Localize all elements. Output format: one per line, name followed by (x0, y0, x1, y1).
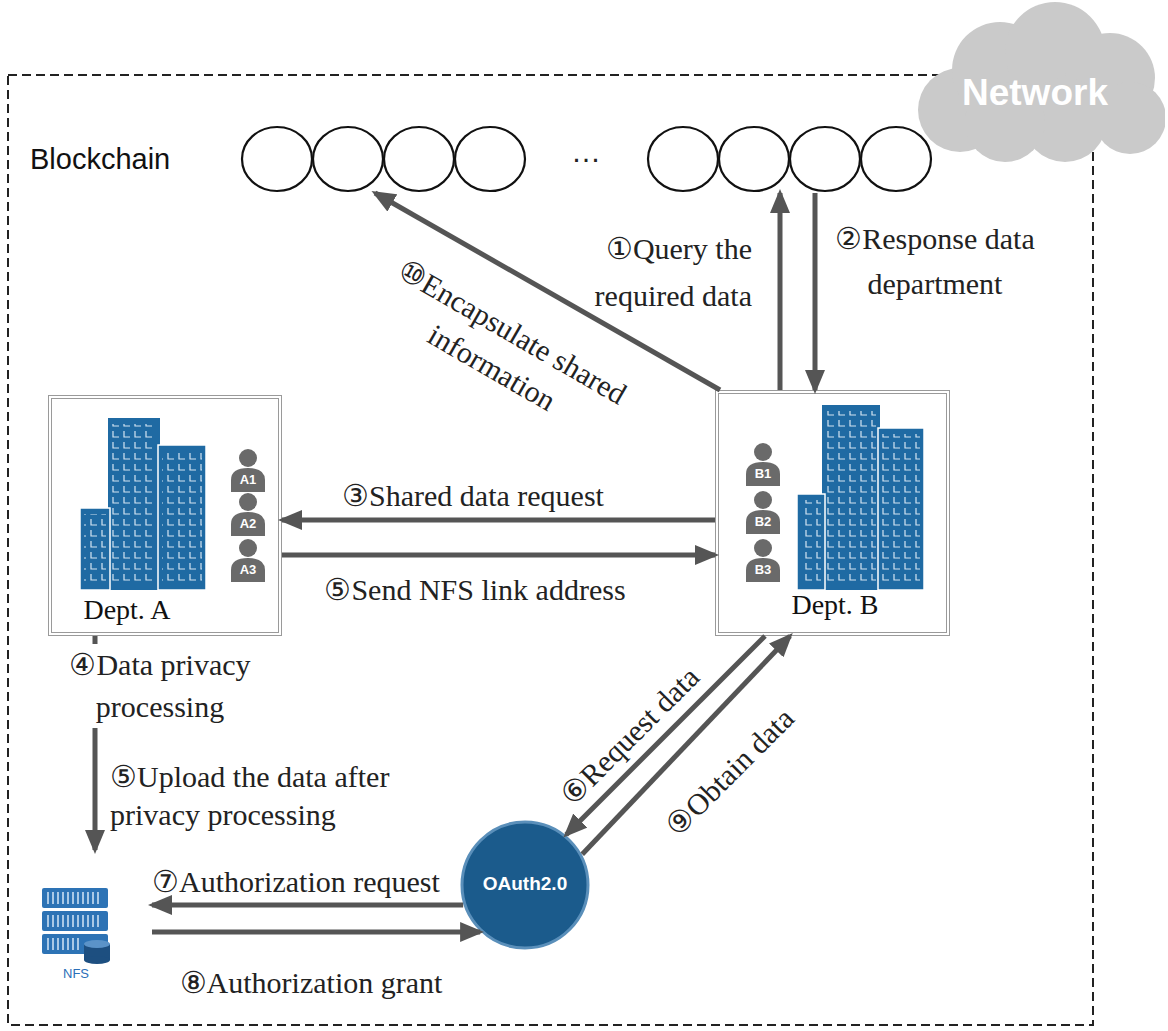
department-box: Dept. B B1B2B3 (715, 390, 950, 636)
database-top (84, 940, 110, 948)
person-body (231, 512, 265, 536)
note-label: ④Data privacy processing (55, 644, 265, 728)
step-label: ①Query the required data (552, 226, 752, 319)
step-label: ③Shared data request (342, 478, 604, 514)
block-ring (790, 127, 860, 191)
person-body (746, 510, 780, 534)
department-box: Dept. A A1A2A3 (48, 395, 282, 636)
building (822, 405, 880, 590)
person-head (754, 443, 772, 461)
nfs-server: NFS (38, 850, 152, 985)
person-body (231, 558, 265, 582)
flow-arrow (282, 553, 715, 558)
step-label: ⑥Request data (553, 659, 707, 813)
person-head (754, 491, 772, 509)
step-label: ⑩Encapsulate shared information (365, 247, 639, 452)
person-icon: B3 (745, 538, 781, 582)
person-body (231, 468, 265, 492)
node-label: OAuth2.0 (460, 873, 590, 896)
building-windows (112, 424, 156, 584)
node-label: Dept. A (52, 594, 202, 626)
node-label: B3 (745, 562, 781, 578)
block-ring (384, 127, 454, 191)
node-label: Blockchain (30, 143, 170, 176)
building (80, 508, 110, 590)
person-icon: A1 (230, 448, 266, 492)
person-icon: B2 (745, 490, 781, 534)
blockchain-chain: Blockchain (20, 125, 935, 193)
building-windows (162, 451, 202, 584)
building-windows (801, 500, 821, 584)
block-ring (719, 127, 789, 191)
person-icon: A3 (230, 538, 266, 582)
person-head (239, 449, 257, 467)
building (878, 428, 924, 590)
node-label: NFS (38, 966, 114, 982)
node-label: A1 (230, 472, 266, 488)
step-label: ⑨Obtain data (659, 701, 802, 844)
network-cloud: Network (905, 0, 1165, 165)
database-base (84, 956, 110, 964)
flow-arrow (566, 636, 765, 835)
step-label: ⑤Send NFS link address (324, 572, 625, 608)
server-illustration (42, 888, 110, 964)
flow-arrow (282, 518, 715, 523)
step-label: ⑧Authorization grant (180, 965, 443, 1001)
dashed-boundary (8, 75, 1093, 1025)
node-label: B1 (745, 466, 781, 482)
person-head (239, 539, 257, 557)
node-label: Network (905, 72, 1165, 115)
step-label: ②Response data department (815, 216, 1055, 306)
node-label: A3 (230, 562, 266, 578)
building (108, 418, 160, 590)
person-body (746, 558, 780, 582)
building-illustration (80, 418, 206, 590)
node-label: A2 (230, 516, 266, 532)
block-ring (648, 127, 718, 191)
flow-arrow (152, 903, 463, 908)
person-icon: A2 (230, 492, 266, 536)
building-windows (84, 514, 106, 584)
building-windows (882, 434, 920, 584)
person-head (239, 493, 257, 511)
person-icon: B1 (745, 442, 781, 486)
block-ring (242, 127, 312, 191)
building (158, 445, 206, 590)
step-label: ⑦Authorization request (152, 864, 440, 900)
step-label: ⑤Upload the data after privacy processin… (110, 758, 440, 834)
building-windows (826, 411, 876, 584)
node-label: Dept. B (760, 589, 910, 621)
node-label: B2 (745, 514, 781, 530)
block-ring (455, 127, 525, 191)
person-head (754, 539, 772, 557)
oauth-circle: OAuth2.0 (460, 820, 590, 950)
flow-arrow (778, 193, 783, 390)
flow-arrow (152, 930, 480, 935)
building (797, 494, 825, 590)
block-ring (313, 127, 383, 191)
block-ring (861, 127, 931, 191)
person-body (746, 462, 780, 486)
flow-arrow (813, 193, 818, 390)
building-illustration (797, 405, 924, 590)
note-label: … (571, 134, 601, 170)
